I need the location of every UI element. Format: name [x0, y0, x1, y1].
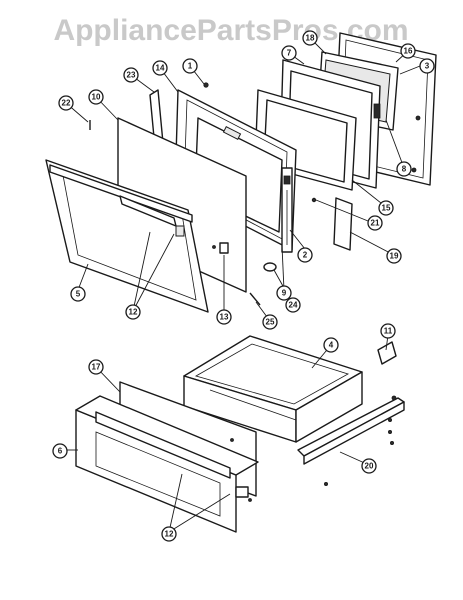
- svg-text:14: 14: [156, 64, 165, 73]
- svg-text:17: 17: [92, 363, 101, 372]
- svg-text:22: 22: [62, 99, 71, 108]
- svg-text:5: 5: [76, 290, 81, 299]
- callout-10: 10: [88, 89, 104, 105]
- svg-text:9: 9: [282, 289, 287, 298]
- callout-14: 14: [152, 60, 168, 76]
- drawer-rail: [297, 397, 405, 465]
- drawer-front: [75, 395, 259, 533]
- svg-text:12: 12: [165, 530, 174, 539]
- callout-2: 2: [297, 247, 313, 263]
- callout-19: 19: [386, 248, 402, 264]
- door-latch-plate: [333, 197, 353, 251]
- svg-text:15: 15: [382, 204, 391, 213]
- callout-17: 17: [88, 359, 104, 375]
- callout-3: 3: [419, 58, 435, 74]
- svg-text:24: 24: [289, 301, 298, 310]
- svg-text:13: 13: [220, 313, 229, 322]
- callout-13: 13: [216, 309, 232, 325]
- svg-text:18: 18: [306, 34, 315, 43]
- svg-text:19: 19: [390, 252, 399, 261]
- svg-text:12: 12: [129, 308, 138, 317]
- callout-1: 1: [182, 58, 198, 74]
- svg-text:1: 1: [188, 62, 193, 71]
- callout-6: 6: [52, 443, 68, 459]
- small-hardware: [89, 82, 317, 306]
- svg-text:8: 8: [402, 165, 407, 174]
- svg-text:21: 21: [371, 219, 380, 228]
- door-frame: [45, 159, 209, 313]
- callout-4: 4: [323, 337, 339, 353]
- callout-12-door-handle: 12: [125, 304, 141, 320]
- callout-18: 18: [302, 30, 318, 46]
- door-handle: [119, 195, 185, 237]
- callout-20: 20: [361, 458, 377, 474]
- callout-9: 9: [276, 285, 292, 301]
- callout-15: 15: [378, 200, 394, 216]
- svg-text:25: 25: [266, 318, 275, 327]
- callout-23: 23: [123, 67, 139, 83]
- svg-text:20: 20: [365, 462, 374, 471]
- svg-text:3: 3: [425, 62, 430, 71]
- callout-25: 25: [262, 314, 278, 330]
- svg-text:23: 23: [127, 71, 136, 80]
- door-hinge: [281, 167, 293, 253]
- callout-16: 16: [400, 43, 416, 59]
- callout-22: 22: [58, 95, 74, 111]
- callout-7: 7: [281, 45, 297, 61]
- svg-text:11: 11: [384, 327, 393, 336]
- callout-12-drawer-handle: 12: [161, 526, 177, 542]
- callout-5: 5: [70, 286, 86, 302]
- drawer-box: [183, 335, 363, 443]
- svg-text:4: 4: [329, 341, 334, 350]
- callout-24: 24: [285, 297, 301, 313]
- svg-text:10: 10: [92, 93, 101, 102]
- callout-11: 11: [380, 323, 396, 339]
- callout-8: 8: [396, 161, 412, 177]
- callout-21: 21: [367, 215, 383, 231]
- svg-text:16: 16: [404, 47, 413, 56]
- svg-text:7: 7: [287, 49, 292, 58]
- svg-text:2: 2: [303, 251, 308, 260]
- svg-text:6: 6: [58, 447, 63, 456]
- drawer-glide-clip: [323, 341, 397, 486]
